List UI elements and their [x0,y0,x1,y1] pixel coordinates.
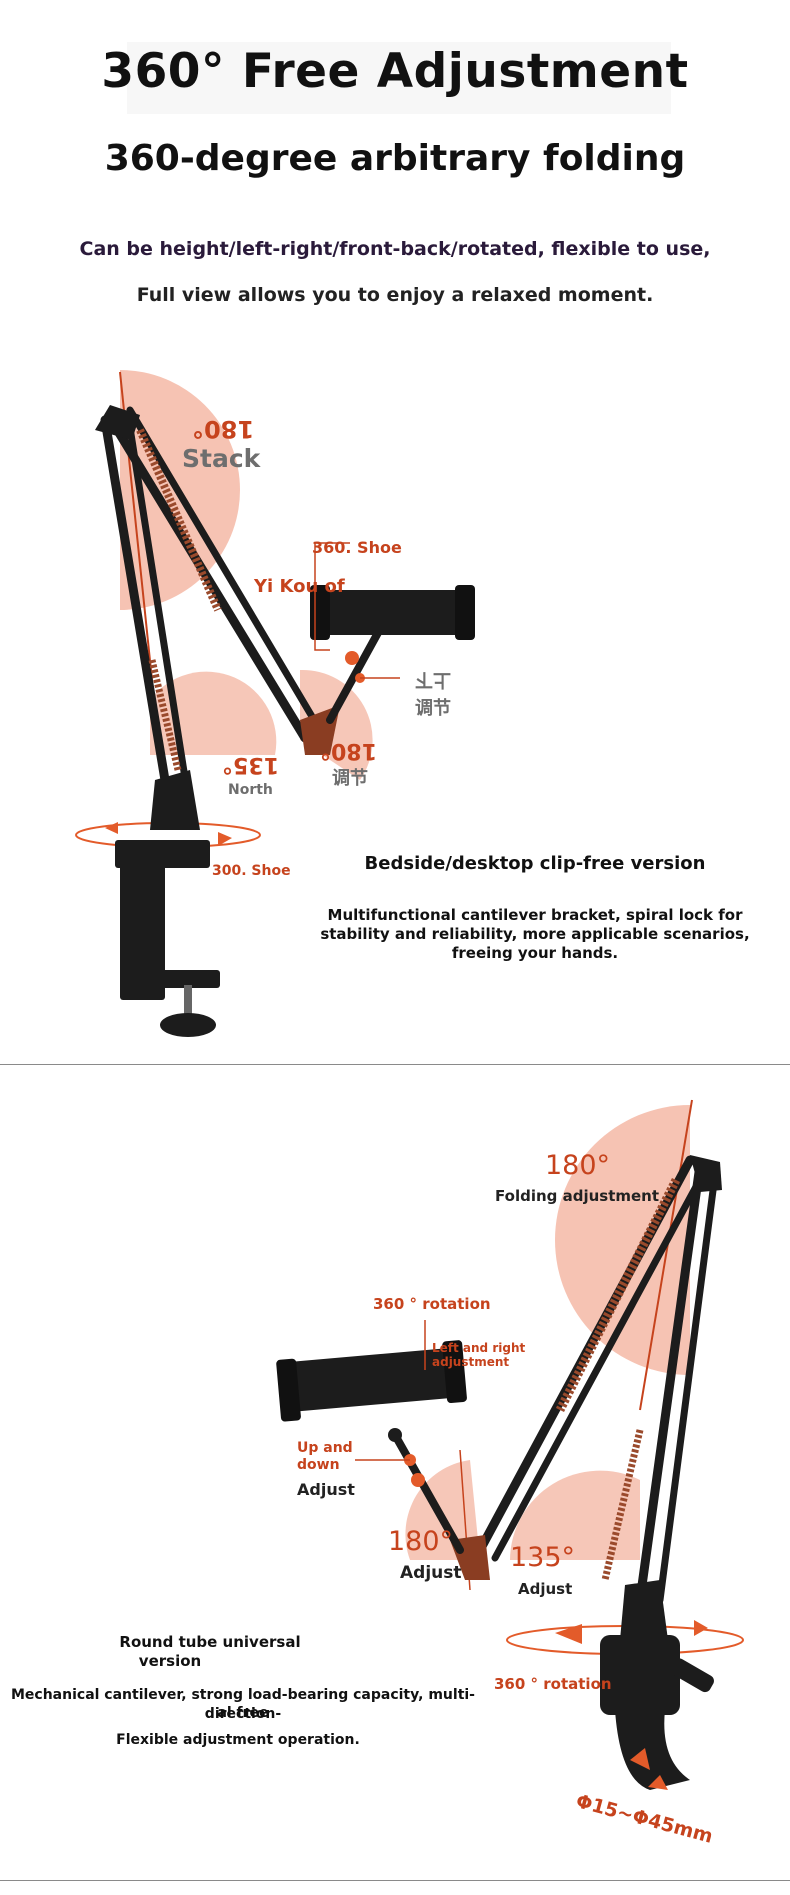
section-divider-1 [0,1064,790,1065]
s2-holder-knob-1 [411,1473,425,1487]
phone-clamp [315,590,470,635]
s1-base-label: 300. Shoe [212,863,291,879]
s1-info-body-3: freeing your hands. [451,944,619,962]
s2-info-body-2: al free [217,1705,269,1721]
s2-phone-clamp-left-grip [276,1358,301,1422]
desk-clamp-screw [184,985,192,1020]
s2-tube-clamp-jaw [615,1710,690,1790]
holder-arm [326,616,389,724]
lower-arm-rod-a [100,415,170,785]
s2-info-title-1: Round tube universal [119,1633,301,1651]
lower-arm-rod-b [124,411,189,782]
s2-base-arrow-left [555,1624,582,1644]
s1-mid-angle-label: 180° [320,738,377,763]
s2-base-rotation-label: 360 ° rotation [494,1675,612,1693]
s2-upper-arm-rod-b [491,1166,709,1562]
s2-holder-knob-3 [388,1428,402,1442]
s2-top-angle-line [639,1099,693,1411]
s2-holder-arm [391,1431,464,1554]
s1-shoe-label: 360. Shoe [312,538,402,557]
shoe-leader-line [314,542,350,651]
s2-phone-clamp [283,1348,457,1412]
s1-info-title: Bedside/desktop clip-free version [364,853,706,874]
s2-updown-label-2: down [297,1457,340,1473]
upper-arm-rod-b [126,406,324,734]
s2-tube-clamp-handle [670,1658,714,1693]
s1-updown-label-b: 调节 [415,698,451,719]
holder-knob-1 [345,651,359,665]
desk-clamp-jaw [160,970,220,988]
s1-updown-label-a: 上下 [415,669,451,690]
s2-upper-spring [555,1177,681,1413]
section2-illustration [276,1099,744,1790]
s1-mid-word-label: 调节 [332,768,368,789]
description-line-1: Can be height/left-right/front-back/rota… [79,238,711,260]
s1-info-body-2: stability and reliability, more applicab… [320,925,750,943]
s2-updown-label-1: Up and [297,1440,353,1456]
s2-leftright-label-2: adjustment [432,1355,510,1369]
s2-top-word-label: Folding adjustment [495,1187,660,1205]
base-arrow-left [105,822,118,834]
s1-low-word-label: North [228,782,273,798]
s2-mid-word-label: Adjust [400,1563,462,1583]
description-line-2: Full view allows you to enjoy a relaxed … [136,284,654,306]
s2-info-body-3: Flexible adjustment operation. [116,1732,360,1748]
top-joint [95,405,140,440]
section1-illustration [75,370,475,1037]
s2-lower-arm-rod-b [656,1171,719,1604]
desk-clamp-body [120,865,165,1000]
desk-clamp-top [115,840,210,868]
page-subtitle: 360-degree arbitrary folding [104,138,686,179]
base-arrow-right [218,832,232,846]
s1-top-angle-label: 180° [192,415,255,443]
s2-base-arrow-right [694,1620,708,1636]
base-joint [150,770,200,830]
desk-clamp-knob [160,1013,216,1037]
s2-top-angle-label: 180° [545,1150,611,1181]
s2-low-angle-label: 135° [510,1542,576,1573]
s2-tube-clamp-body [600,1635,680,1715]
s2-base-joint [620,1580,668,1640]
page-title: 360° Free Adjustment [101,44,689,99]
s2-clamp-arrow-left [630,1748,650,1770]
s2-lower-arm-rod-a [635,1160,705,1605]
title-background [127,42,671,114]
mid-angle-disc [300,669,373,780]
s2-phone-clamp-right-grip [442,1340,467,1404]
s2-updown-label-3: Adjust [297,1480,355,1499]
phone-clamp-right-grip [455,585,475,640]
s2-info-title-2: version [138,1652,202,1670]
s1-yikou-label: Yi Kou of [254,576,345,597]
s2-low-word-label: Adjust [518,1580,573,1598]
s1-low-angle-label: 135° [222,752,279,777]
s1-top-word-label: Stack [182,444,261,473]
upper-spring [136,428,222,612]
s2-info-body-1: Mechanical cantilever, strong load-beari… [10,1687,475,1722]
s2-low-angle-disc [510,1470,640,1560]
s2-top-joint [690,1155,722,1192]
lower-spring [148,659,182,771]
s2-clamp-arrow-right [648,1775,668,1790]
s1-info-body-1: Multifunctional cantilever bracket, spir… [327,906,743,924]
section-divider-2 [0,1880,790,1881]
s2-rotation-label: 360 ° rotation [373,1295,491,1313]
s2-leftright-label-1: Left and right [432,1341,526,1355]
s2-mid-angle-label: 180° [388,1526,454,1557]
s2-lower-spring [601,1429,644,1581]
